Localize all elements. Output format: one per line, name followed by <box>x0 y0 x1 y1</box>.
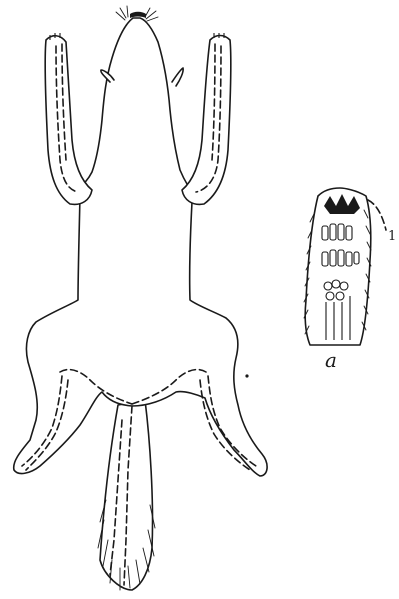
right-ear <box>172 68 183 86</box>
left-foreleg-outline <box>45 36 92 205</box>
pelt-drawing <box>14 6 267 590</box>
inset-detail-a <box>304 188 386 345</box>
inset-label: a <box>325 350 337 370</box>
right-foreleg-outline <box>182 36 231 205</box>
snout-tip <box>130 12 146 18</box>
stray-dot <box>245 374 248 377</box>
tail-outline <box>100 400 153 590</box>
pointer-label: 1 <box>388 230 396 243</box>
